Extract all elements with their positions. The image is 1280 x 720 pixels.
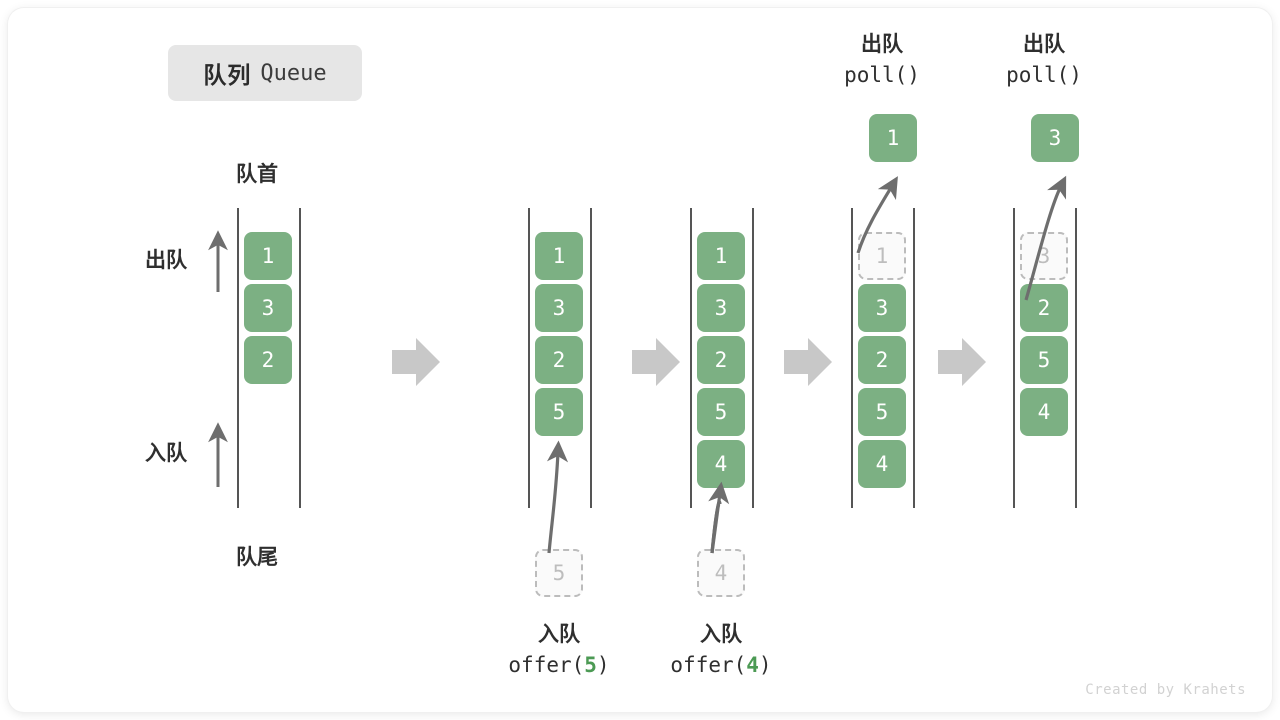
queue-rail: [237, 208, 239, 508]
queue-rail: [690, 208, 692, 508]
dequeue-caption: 出队 poll(): [957, 30, 1131, 91]
enqueue-caption-label: 入队: [538, 623, 580, 646]
label-queue-rear: 队尾: [236, 546, 278, 569]
queue-element: 3: [244, 284, 292, 332]
title-english: Queue: [260, 60, 327, 86]
enqueue-caption: 入队 offer(4): [634, 620, 808, 681]
queue-rail: [1013, 208, 1015, 508]
popped-element: 1: [869, 114, 917, 162]
dequeue-caption-label: 出队: [861, 33, 903, 56]
enqueue-caption-code: offer(5): [508, 653, 610, 678]
queue-element: 3: [858, 284, 906, 332]
dequeue-caption-label: 出队: [1023, 33, 1065, 56]
dequeue-caption: 出队 poll(): [795, 30, 969, 91]
queue-rail: [299, 208, 301, 508]
enqueue-caption: 入队 offer(5): [472, 620, 646, 681]
queue-element: 1: [535, 232, 583, 280]
credit-text: Created by Krahets: [1085, 682, 1246, 698]
queue-rail: [1075, 208, 1077, 508]
diagram-title-badge: 队列 Queue: [168, 45, 362, 101]
queue-ghost-element: 1: [858, 232, 906, 280]
enqueue-caption-arg: 5: [584, 653, 597, 678]
queue-element: 2: [244, 336, 292, 384]
queue-element: 4: [697, 440, 745, 488]
label-enqueue-direction: 入队: [145, 442, 187, 465]
queue-rail: [590, 208, 592, 508]
queue-element: 2: [1020, 284, 1068, 332]
enqueue-caption-label: 入队: [700, 623, 742, 646]
queue-rail: [528, 208, 530, 508]
label-queue-front: 队首: [236, 163, 278, 186]
queue-element: 4: [858, 440, 906, 488]
title-chinese: 队列: [203, 62, 252, 88]
enqueue-caption-arg: 4: [746, 653, 759, 678]
queue-element: 5: [535, 388, 583, 436]
queue-ghost-element: 3: [1020, 232, 1068, 280]
queue-rail: [913, 208, 915, 508]
dequeue-caption-code: poll(): [844, 63, 920, 88]
queue-element: 5: [1020, 336, 1068, 384]
queue-element: 5: [697, 388, 745, 436]
queue-element: 1: [697, 232, 745, 280]
queue-rail: [752, 208, 754, 508]
queue-element: 2: [858, 336, 906, 384]
label-dequeue-direction: 出队: [145, 249, 187, 272]
queue-element: 2: [535, 336, 583, 384]
enqueue-caption-code: offer(4): [670, 653, 772, 678]
pending-enqueue-element: 4: [697, 549, 745, 597]
queue-element: 3: [697, 284, 745, 332]
queue-rail: [851, 208, 853, 508]
queue-element: 2: [697, 336, 745, 384]
dequeue-caption-code: poll(): [1006, 63, 1082, 88]
pending-enqueue-element: 5: [535, 549, 583, 597]
queue-element: 3: [535, 284, 583, 332]
queue-element: 5: [858, 388, 906, 436]
diagram-card: [8, 8, 1272, 712]
queue-element: 1: [244, 232, 292, 280]
popped-element: 3: [1031, 114, 1079, 162]
queue-element: 4: [1020, 388, 1068, 436]
